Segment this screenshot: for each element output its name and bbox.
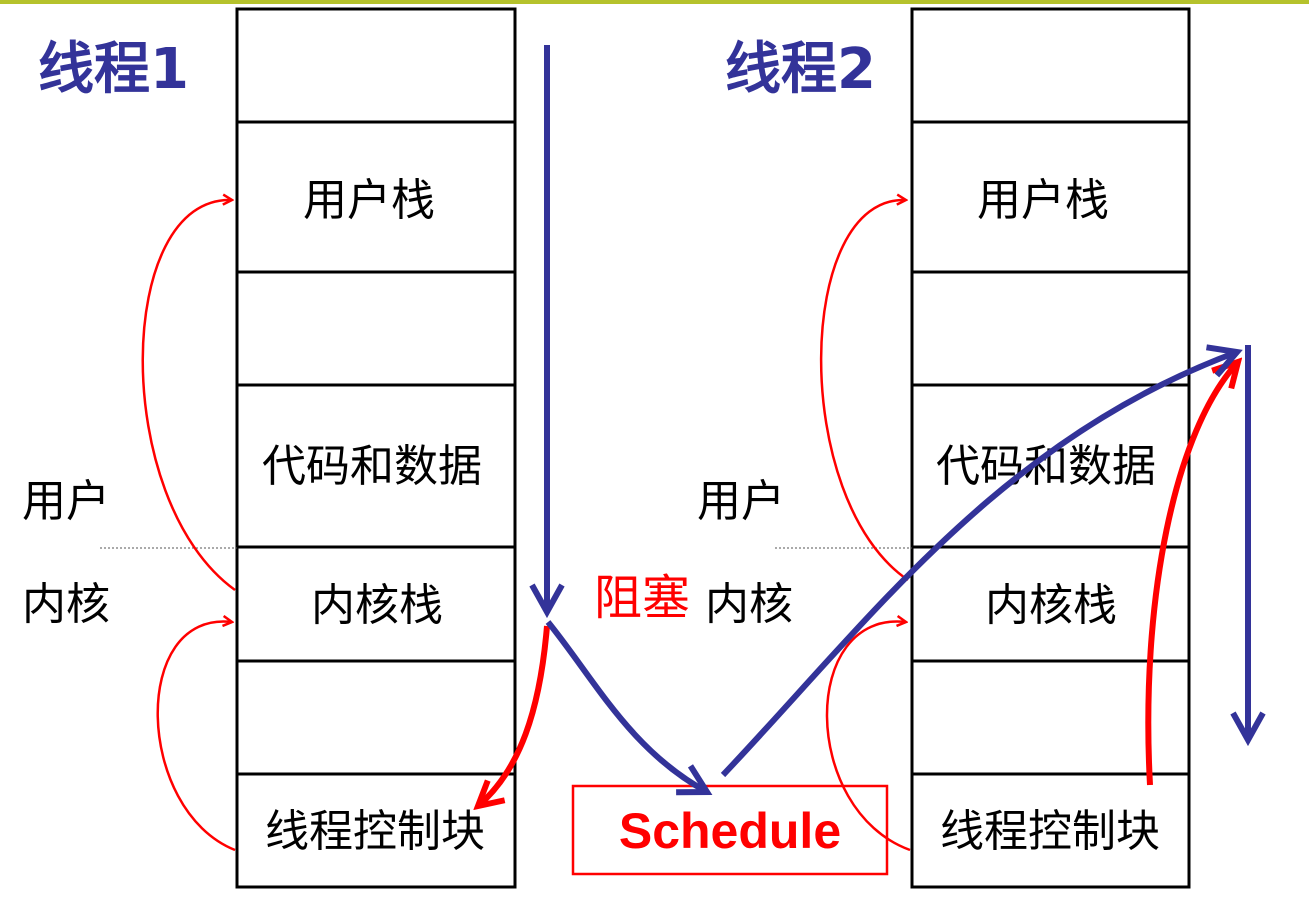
thread2-kernel-stack-label: 内核栈 <box>985 580 1117 631</box>
thread1-tcb-label: 线程控制块 <box>265 806 485 857</box>
tcb-restore-to-thread2-arrow <box>1145 362 1238 786</box>
thread1-cell-gap <box>235 270 517 387</box>
thread2-kernel-to-user-stack-arrow <box>819 200 909 582</box>
schedule-label: Schedule <box>619 803 841 859</box>
thread1-tcb-to-kernel-stack-arrow <box>156 621 236 852</box>
thread2-cell-kernel-stack <box>910 545 1191 663</box>
block-save-to-tcb-arrow <box>478 625 550 806</box>
thread1-cell-gap2 <box>235 659 517 776</box>
thread1-code-data-label: 代码和数据 <box>262 441 482 492</box>
thread2-cell-gap2 <box>910 659 1191 776</box>
thread1-kernel-to-user-stack-arrow <box>141 200 236 592</box>
thread2-code-data-label: 代码和数据 <box>936 441 1156 492</box>
thread2-cell-tcb <box>910 772 1191 889</box>
thread2-tcb-to-kernel-stack-arrow <box>825 621 911 852</box>
thread2-cell-gap <box>910 270 1191 387</box>
thread1-user-stack-label: 用户栈 <box>303 175 435 226</box>
thread2-user-stack-label: 用户栈 <box>977 175 1109 226</box>
top-accent-rule <box>0 0 1309 4</box>
thread2-title: 线程2 <box>725 37 876 102</box>
thread1-cell-top <box>235 7 517 124</box>
thread1-cell-tcb <box>235 772 517 889</box>
thread2-kernel-label: 内核 <box>705 579 793 630</box>
thread2-user-label: 用户 <box>697 476 785 527</box>
thread2-cell-top <box>910 7 1191 124</box>
thread1-cell-code-data <box>235 383 517 549</box>
thread2-tcb-label: 线程控制块 <box>940 806 1160 857</box>
thread1-user-label: 用户 <box>22 476 110 527</box>
schedule-box <box>571 784 889 876</box>
kernel-to-schedule-arrow <box>545 620 713 796</box>
thread1-stack: 用户栈 代码和数据 内核栈 线程控制块 <box>235 7 517 889</box>
thread1-title: 线程1 <box>38 37 189 102</box>
thread2-cell-code-data <box>910 383 1191 549</box>
thread1-kernel-label: 内核 <box>22 579 110 630</box>
thread1-kernel-stack-label: 内核栈 <box>311 580 443 631</box>
schedule-to-thread2-arrow <box>720 344 1243 778</box>
thread1-cell-kernel-stack <box>235 545 517 663</box>
block-label: 阻塞 <box>594 570 690 626</box>
thread2-stack: 用户栈 代码和数据 内核栈 线程控制块 <box>910 7 1191 889</box>
